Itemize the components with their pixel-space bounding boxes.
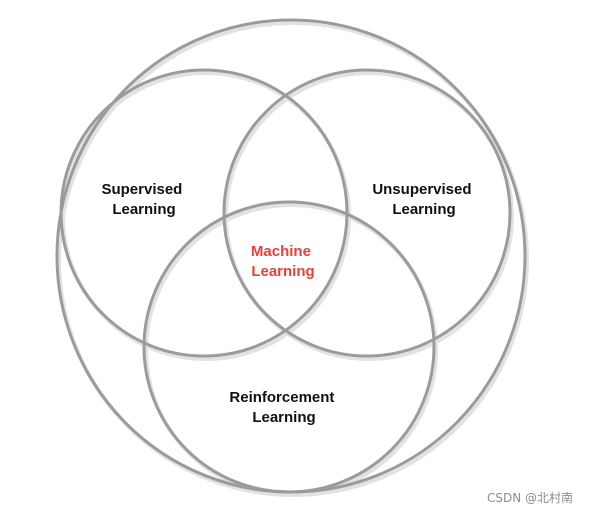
supervised-label-line1: Supervised bbox=[101, 181, 182, 198]
supervised-learning-ring bbox=[59, 68, 349, 358]
reinforcement-label-line1: Reinforcement bbox=[229, 389, 334, 406]
reinforcement-learning-label: Reinforcement Learning bbox=[229, 389, 338, 426]
center-label-line2: Learning bbox=[251, 263, 314, 280]
unsupervised-label-line1: Unsupervised bbox=[372, 181, 471, 198]
watermark: CSDN @北村南 bbox=[486, 491, 573, 505]
unsupervised-learning-ring bbox=[222, 68, 512, 358]
unsupervised-label-line2: Learning bbox=[392, 201, 455, 218]
supervised-label-line2: Learning bbox=[112, 201, 175, 218]
unsupervised-learning-label: Unsupervised Learning bbox=[372, 181, 475, 218]
supervised-learning-label: Supervised Learning bbox=[101, 181, 186, 218]
reinforcement-learning-ring bbox=[142, 200, 436, 494]
center-label-line1: Machine bbox=[251, 243, 311, 260]
reinforcement-label-line2: Learning bbox=[252, 409, 315, 426]
machine-learning-label: Machine Learning bbox=[251, 243, 315, 280]
ring-shadows bbox=[57, 21, 529, 497]
